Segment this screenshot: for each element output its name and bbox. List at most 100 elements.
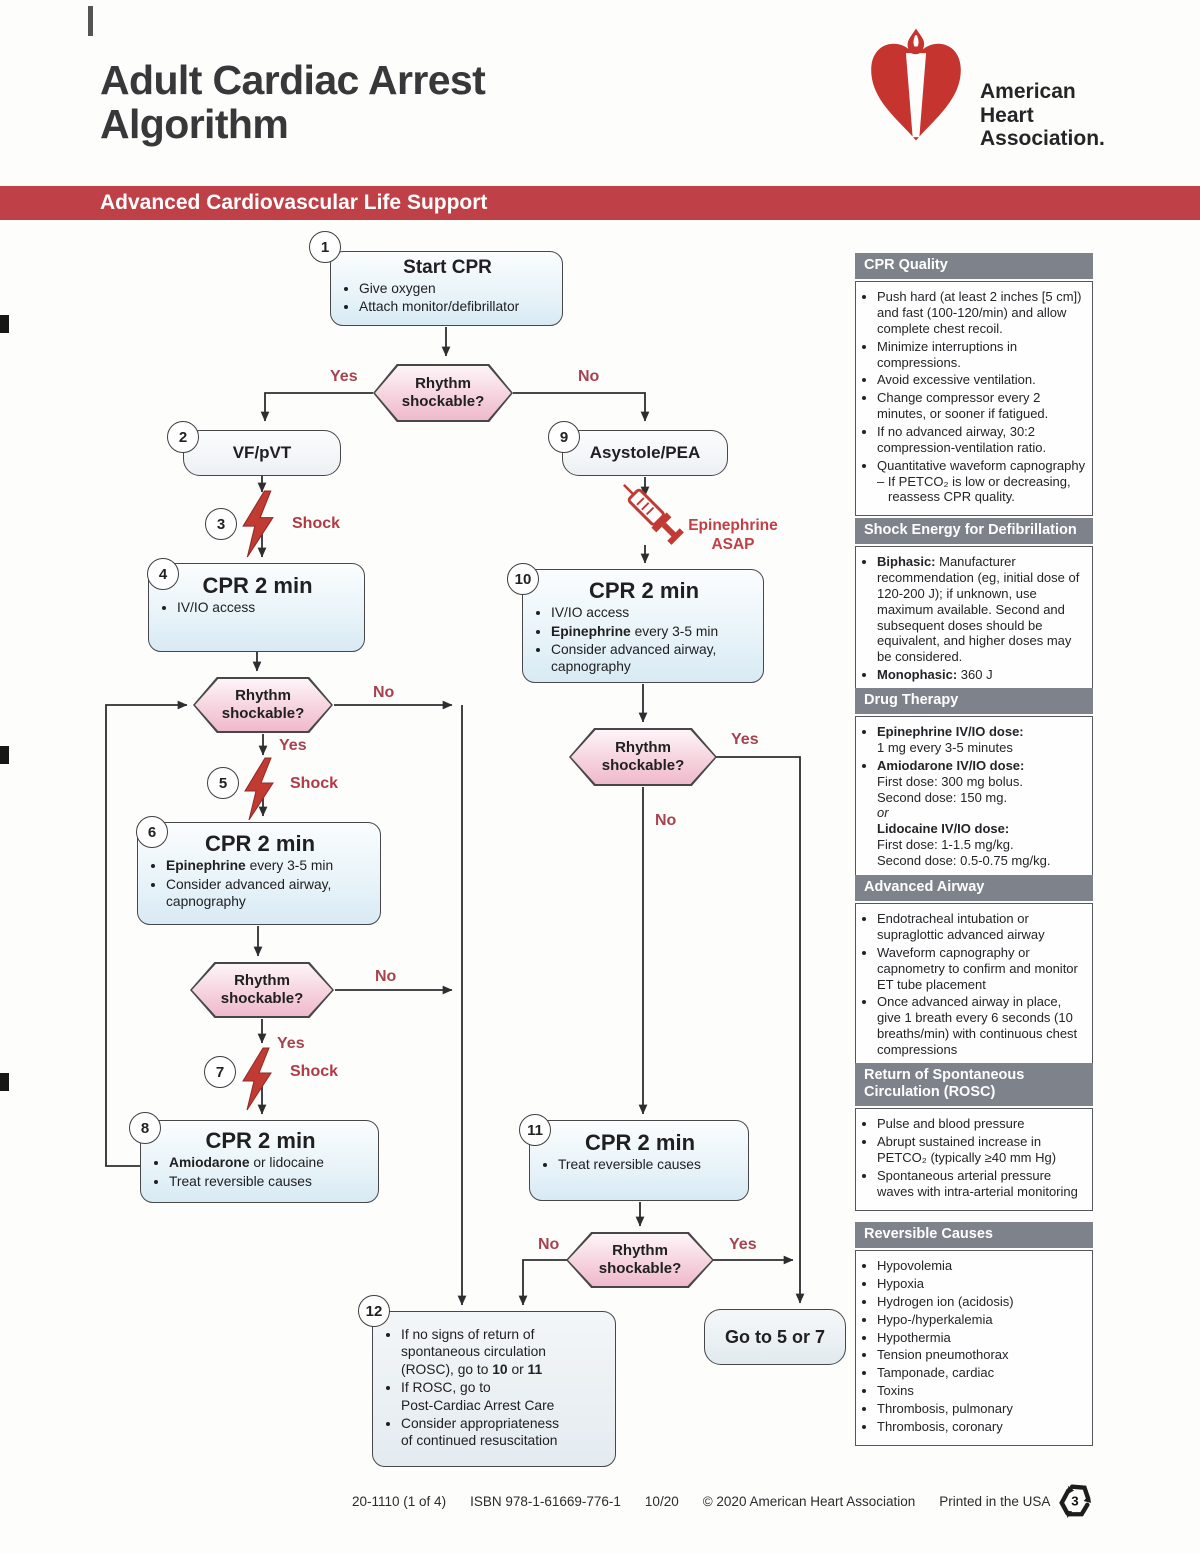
decision-rhythm-shockable-1: Rhythm shockable? — [373, 364, 513, 422]
list-item: Epinephrine every 3-5 min — [551, 623, 753, 640]
decision-rhythm-shockable-5: Rhythm shockable? — [566, 1232, 714, 1288]
aha-logo — [860, 26, 972, 157]
list-item: Amiodarone IV/IO dose: First dose: 300 m… — [877, 758, 1087, 869]
box-title: CPR 2 min — [202, 573, 313, 598]
sidebar-section-items: Endotracheal intubation or supraglottic … — [860, 911, 1087, 1058]
box-bullets: Amiodarone or lidocaineTreat reversible … — [153, 1154, 368, 1190]
step-badge-3: 3 — [205, 508, 237, 540]
footer-item: ISBN 978-1-61669-776-1 — [470, 1494, 621, 1509]
step-badge-5: 5 — [207, 767, 239, 799]
step-badge-4: 4 — [147, 558, 179, 590]
box-title: Go to 5 or 7 — [724, 1326, 825, 1347]
shock-label: Shock — [292, 515, 341, 532]
scan-artifact — [88, 6, 93, 36]
box-bullets: Give oxygenAttach monitor/defibrillator — [343, 280, 552, 316]
shock-bolt-icon-3 — [236, 490, 280, 563]
list-item: Epinephrine IV/IO dose: 1 mg every 3-5 m… — [877, 724, 1087, 756]
list-item: Consider advanced airway, capnography — [166, 876, 370, 911]
list-item: Hypo-/hyperkalemia — [877, 1312, 1087, 1328]
flow-box-goto: Go to 5 or 7 — [704, 1309, 846, 1365]
step-badge-7: 7 — [204, 1056, 236, 1088]
shock-label: Shock — [290, 775, 339, 792]
sidebar-section-title: CPR Quality — [855, 253, 1093, 280]
list-item: Hypoxia — [877, 1276, 1087, 1292]
shock-bolt-icon-5 — [238, 757, 280, 826]
list-item: Treat reversible causes — [169, 1173, 368, 1190]
decision-label: Rhythm shockable? — [568, 1234, 712, 1286]
decision-label: Rhythm shockable? — [195, 679, 331, 731]
list-item: Epinephrine every 3-5 min — [166, 857, 370, 874]
syringe-icon — [609, 474, 689, 554]
list-item: Monophasic: 360 J — [877, 667, 1087, 683]
box-title: CPR 2 min — [584, 1130, 696, 1155]
list-item: Toxins — [877, 1383, 1087, 1399]
shock-bolt-icon-7 — [236, 1047, 278, 1116]
yes-label: Yes — [729, 1236, 757, 1253]
shock-label: Shock — [290, 1063, 339, 1080]
decision-rhythm-shockable-2: Rhythm shockable? — [193, 677, 333, 733]
list-item: Once advanced airway in place, give 1 br… — [877, 994, 1087, 1057]
step-badge-1: 1 — [309, 231, 341, 263]
sidebar-section-shock-energy: Shock Energy for Defibrillation Biphasic… — [855, 518, 1093, 694]
scan-artifact — [0, 1073, 9, 1091]
sidebar-section-title: Advanced Airway — [855, 875, 1093, 902]
list-item: If ROSC, go to Post-Cardiac Arrest Care — [401, 1379, 605, 1414]
box-bullets: Treat reversible causes — [542, 1156, 738, 1173]
box-bullets: Epinephrine every 3-5 minConsider advanc… — [150, 857, 370, 910]
banner-label: Advanced Cardiovascular Life Support — [100, 191, 488, 214]
box-title: CPR 2 min — [205, 1128, 316, 1153]
list-item: Endotracheal intubation or supraglottic … — [877, 911, 1087, 943]
list-item: Hypothermia — [877, 1330, 1087, 1346]
sidebar-section-title: Return of Spontaneous Circulation (ROSC) — [855, 1063, 1093, 1107]
scan-artifact — [0, 315, 9, 333]
no-label: No — [538, 1236, 560, 1253]
step-badge-2: 2 — [167, 421, 199, 453]
scan-artifact — [0, 746, 9, 764]
no-label: No — [655, 812, 677, 829]
banner: Advanced Cardiovascular Life Support — [0, 186, 1200, 220]
list-item: Thrombosis, coronary — [877, 1419, 1087, 1435]
sidebar-section-cpr-quality: CPR Quality Push hard (at least 2 inches… — [855, 253, 1093, 517]
flow-box-2-vf-pvt: VF/pVT — [183, 430, 341, 476]
footer-item: © 2020 American Heart Association — [702, 1494, 916, 1509]
footer-item: 10/20 — [644, 1494, 679, 1509]
flow-box-11-cpr: CPR 2 min Treat reversible causes — [529, 1120, 749, 1201]
box-title: Asystole/PEA — [589, 443, 701, 462]
yes-label: Yes — [330, 368, 358, 385]
sidebar-section-items: Biphasic: Manufacturer recommendation (e… — [860, 554, 1087, 683]
list-item: Hypovolemia — [877, 1258, 1087, 1274]
box-title: CPR 2 min — [588, 578, 700, 603]
decision-rhythm-shockable-4: Rhythm shockable? — [569, 728, 717, 786]
box-title: Start CPR — [403, 257, 492, 278]
list-item: Biphasic: Manufacturer recommendation (e… — [877, 554, 1087, 665]
list-item: Tension pneumothorax — [877, 1347, 1087, 1363]
step-badge-8: 8 — [129, 1112, 161, 1144]
recycle-number: 3 — [1071, 1494, 1078, 1509]
list-item: Waveform capnography or capnometry to co… — [877, 945, 1087, 993]
list-item: Consider advanced airway, capnography — [551, 641, 753, 676]
flow-box-8-cpr: CPR 2 min Amiodarone or lidocaineTreat r… — [140, 1120, 379, 1203]
list-item: Thrombosis, pulmonary — [877, 1401, 1087, 1417]
sidebar-section-reversible-causes: Reversible Causes HypovolemiaHypoxiaHydr… — [855, 1222, 1093, 1446]
step-badge-10: 10 — [507, 563, 539, 595]
footer: 20-1110 (1 of 4) ISBN 978-1-61669-776-1 … — [352, 1494, 1050, 1509]
epinephrine-asap-label: Epinephrine ASAP — [688, 517, 778, 554]
flow-box-6-cpr: CPR 2 min Epinephrine every 3-5 minConsi… — [137, 822, 381, 925]
sidebar-section-title: Shock Energy for Defibrillation — [855, 518, 1093, 545]
aha-logo-text: American Heart Association. — [980, 80, 1105, 151]
no-label: No — [578, 368, 600, 385]
sidebar-section-items: HypovolemiaHypoxiaHydrogen ion (acidosis… — [860, 1258, 1087, 1435]
flow-box-12-rosc: If no signs of return of spontaneous cir… — [372, 1311, 616, 1467]
step-badge-9: 9 — [548, 421, 580, 453]
yes-label: Yes — [731, 731, 759, 748]
list-item: Hydrogen ion (acidosis) — [877, 1294, 1087, 1310]
list-item: Push hard (at least 2 inches [5 cm]) and… — [877, 289, 1087, 337]
list-subitem: If PETCO₂ is low or decreasing, reassess… — [877, 474, 1087, 506]
list-item: Pulse and blood pressure — [877, 1116, 1087, 1132]
list-item: Spontaneous arterial pressure waves with… — [877, 1168, 1087, 1200]
flow-box-4-cpr: CPR 2 min IV/IO access — [148, 563, 365, 652]
list-item: If no signs of return of spontaneous cir… — [401, 1326, 605, 1378]
no-label: No — [375, 968, 397, 985]
flow-box-1-start-cpr: Start CPR Give oxygenAttach monitor/defi… — [330, 251, 563, 326]
